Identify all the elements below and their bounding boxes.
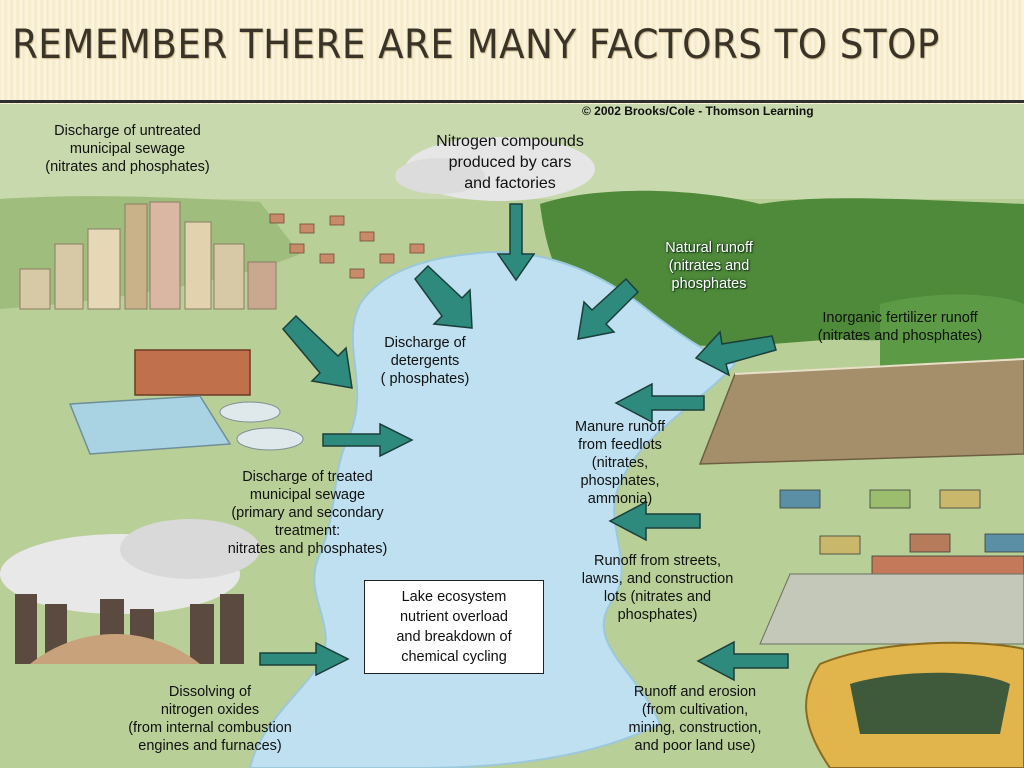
label-detergents: Discharge of detergents ( phosphates) <box>380 335 470 387</box>
label-untreated-sewage: Discharge of untreated municipal sewage … <box>45 123 210 175</box>
pollution-diagram: © 2002 Brooks/Cole - Thomson Learning Di… <box>0 104 1024 768</box>
label-inorganic-fertilizer: Inorganic fertilizer runoff (nitrates an… <box>817 310 983 344</box>
label-street-runoff: Runoff from streets, lawns, and construc… <box>581 553 734 623</box>
pollution-arrows <box>259 203 789 682</box>
houses-on-hill <box>269 213 425 279</box>
arrow-natural-runoff <box>577 277 640 340</box>
mine-water <box>850 672 1010 734</box>
slide-header: Remember there are many factors to stop <box>0 0 1024 104</box>
city-skyline <box>19 201 277 310</box>
arrow-streets <box>608 500 701 542</box>
arrow-nitrogen-oxides <box>259 641 350 677</box>
arrow-manure <box>614 382 705 424</box>
diagram-illustration <box>0 104 1024 768</box>
arrow-erosion <box>696 640 789 682</box>
label-natural-runoff: Natural runoff (nitrates and phosphates <box>665 240 753 292</box>
arrow-treated-sewage <box>322 422 414 458</box>
arrow-nitrogen-compounds <box>496 203 536 282</box>
arrow-hill-runoff <box>414 264 473 329</box>
factory-smokestacks <box>0 519 260 664</box>
copyright-notice: © 2002 Brooks/Cole - Thomson Learning <box>582 104 814 118</box>
feedlot <box>698 358 1024 465</box>
label-erosion-runoff: Runoff and erosion (from cultivation, mi… <box>628 684 762 754</box>
label-nitrogen-compounds: Nitrogen compounds produced by cars and … <box>436 133 584 192</box>
label-treated-sewage: Discharge of treated municipal sewage (p… <box>227 469 388 557</box>
arrow-fertilizer <box>694 330 777 377</box>
label-manure-runoff: Manure runoff from feedlots (nitrates, p… <box>574 419 665 507</box>
lake-ecosystem-text: Lake ecosystem nutrient overload and bre… <box>396 589 512 665</box>
arrow-city-sewage <box>281 314 353 389</box>
construction-lot <box>759 573 1024 645</box>
label-nitrogen-oxides: Dissolving of nitrogen oxides (from inte… <box>128 684 292 754</box>
treatment-plant <box>68 349 304 455</box>
lake-ecosystem-box: Lake ecosystem nutrient overload and bre… <box>364 580 544 674</box>
title-divider <box>0 100 1024 103</box>
slide-title: Remember there are many factors to stop <box>12 22 940 68</box>
